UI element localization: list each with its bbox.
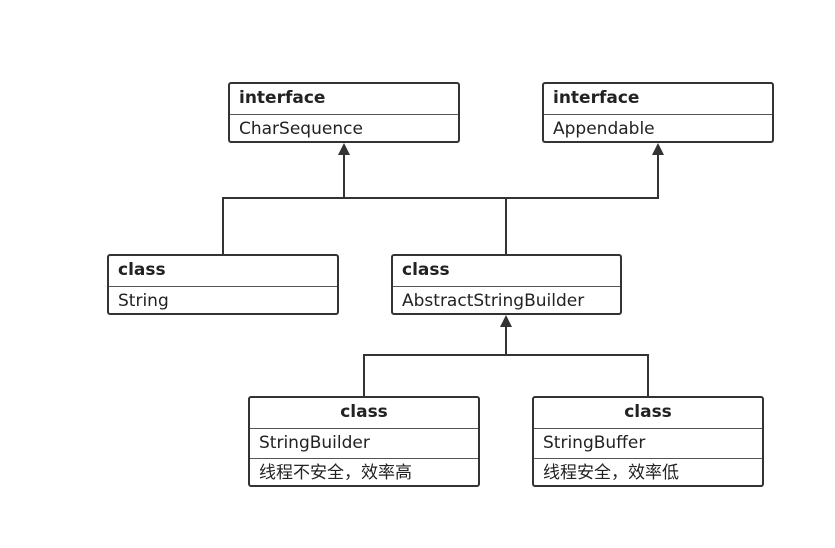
- node-abstract-string-builder[interactable]: class AbstractStringBuilder: [391, 254, 622, 315]
- node-stereotype: interface: [239, 88, 326, 108]
- edge-asb-to-appendable: [506, 152, 659, 199]
- node-name: Appendable: [544, 114, 772, 144]
- node-note: 线程不安全，效率高: [250, 458, 478, 488]
- node-stereotype: class: [118, 260, 166, 280]
- edge-stringbuilder-to-asb: [363, 324, 507, 396]
- edge-string-to-charsequence: [222, 152, 345, 254]
- edge-stringbuffer-to-asb: [506, 354, 649, 396]
- node-string-buffer[interactable]: class StringBuffer 线程安全，效率低: [532, 396, 764, 487]
- node-name: String: [109, 286, 337, 316]
- node-string[interactable]: class String: [107, 254, 339, 315]
- node-string-builder[interactable]: class StringBuilder 线程不安全，效率高: [248, 396, 480, 487]
- arrowhead-abstract-string-builder: [500, 315, 512, 327]
- node-stereotype: class: [402, 260, 450, 280]
- node-name: AbstractStringBuilder: [393, 286, 620, 316]
- node-name: StringBuilder: [250, 428, 478, 458]
- arrowhead-appendable: [652, 143, 664, 155]
- edge-asb-to-charsequence: [344, 197, 507, 254]
- node-appendable[interactable]: interface Appendable: [542, 82, 774, 143]
- node-stereotype: class: [624, 402, 672, 422]
- node-charsequence[interactable]: interface CharSequence: [228, 82, 460, 143]
- node-note: 线程安全，效率低: [534, 458, 762, 488]
- node-stereotype: interface: [553, 88, 640, 108]
- arrowhead-charsequence: [338, 143, 350, 155]
- node-name: StringBuffer: [534, 428, 762, 458]
- node-stereotype: class: [340, 402, 388, 422]
- node-name: CharSequence: [230, 114, 458, 144]
